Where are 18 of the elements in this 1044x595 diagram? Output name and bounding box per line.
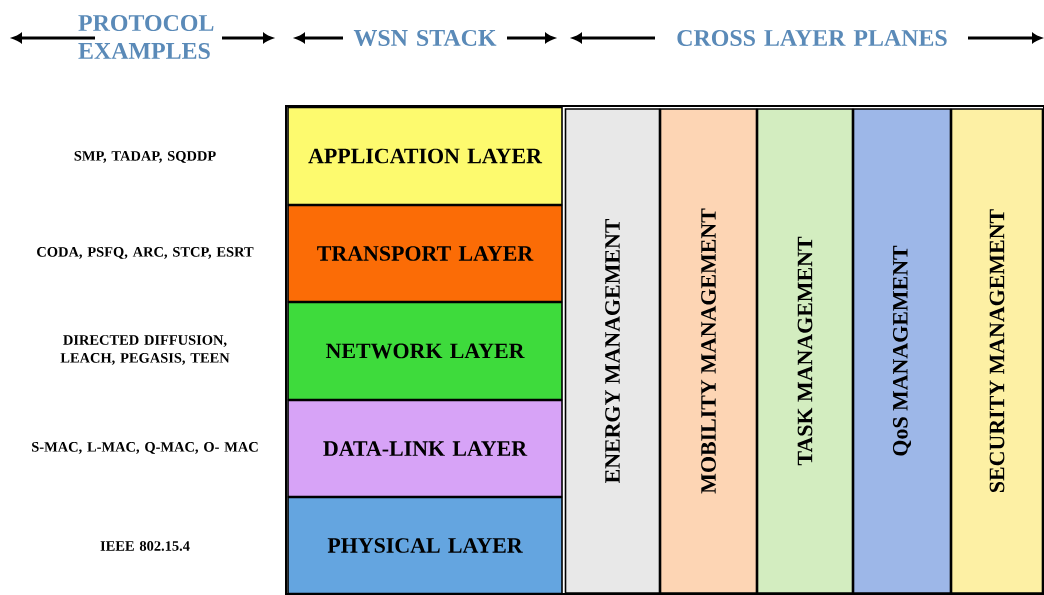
plane-box: QoS MANAGEMENT (852, 108, 952, 594)
protocol-list: SMP, TADAP, SQDDP (74, 151, 216, 163)
plane-box: ENERGY MANAGEMENT (564, 108, 661, 594)
section-heading: PROTOCOL EXAMPLES (78, 15, 214, 59)
section-heading: WSN STACK (353, 29, 497, 47)
section-heading: CROSS LAYER PLANES (677, 29, 947, 47)
plane-box: TASK MANAGEMENT (756, 108, 854, 594)
protocol-list: S-MAC, L-MAC, Q-MAC, O- MAC (32, 442, 258, 454)
protocol-list: DIRECTED DIFFUSION, LEACH, PEGASIS, TEEN (60, 335, 230, 365)
protocol-list: IEEE 802.15.4 (100, 541, 190, 551)
layer-box: APPLICATION LAYER (287, 106, 563, 206)
layer-box: PHYSICAL LAYER (287, 496, 563, 595)
plane-box: SECURITY MANAGEMENT (950, 108, 1044, 594)
layer-box: DATA-LINK LAYER (287, 399, 563, 498)
plane-box: MOBILITY MANAGEMENT (659, 108, 758, 594)
protocol-list: CODA, PSFQ, ARC, STCP, ESRT (37, 247, 254, 259)
layer-box: TRANSPORT LAYER (287, 204, 563, 303)
layer-box: NETWORK LAYER (287, 301, 563, 401)
